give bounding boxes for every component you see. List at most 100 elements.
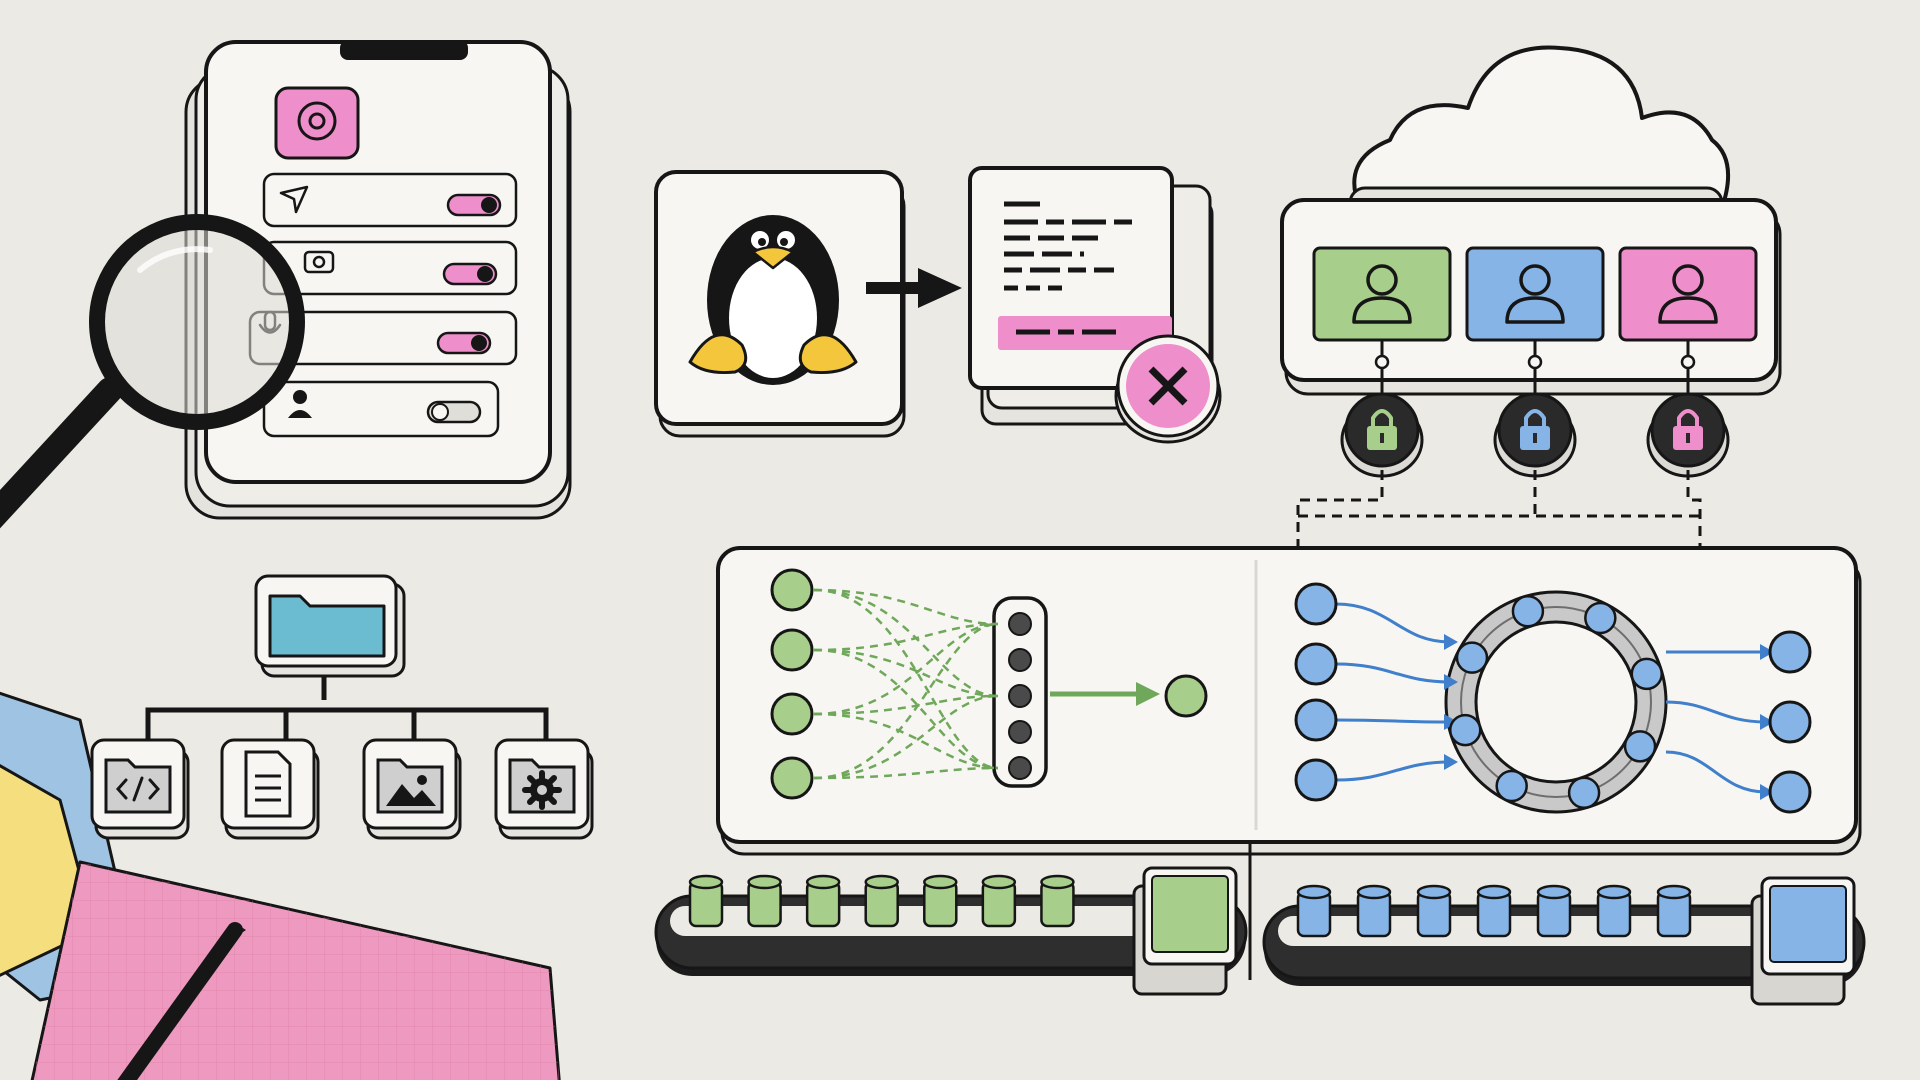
lock-icon [1646,392,1730,478]
image-folder-icon [362,738,462,840]
ring-input-edge [1335,718,1451,724]
queue-item [688,874,724,928]
queue-item [1656,884,1692,938]
input-node [770,756,814,800]
ring-node [1495,769,1528,803]
network-edge [813,588,999,770]
queue-output-block [1750,876,1856,1006]
queue-item [1536,884,1572,938]
linux-penguin-icon [688,215,858,385]
queue-item [1476,884,1512,938]
hidden-node [1008,684,1032,708]
input-node [770,628,814,672]
hidden-node [1008,756,1032,780]
ring-output-node [1768,700,1812,744]
hidden-node [1008,648,1032,672]
queue-belt [654,866,1248,996]
user-icon [1658,264,1718,324]
queue-item [805,874,841,928]
file-tree [145,574,549,740]
ring-input-edge [1335,760,1451,782]
ring-node [1630,657,1664,691]
input-node [770,568,814,612]
queue-item [981,874,1017,928]
ring-node [1448,713,1482,747]
queue-item [864,874,899,928]
cloud-icon [1348,45,1730,220]
queue-item [1356,884,1392,938]
user-icon [1352,264,1412,324]
phone-permissions [184,40,572,520]
queue-item [747,874,782,928]
network-edge [813,766,999,780]
ring-input-node [1294,642,1338,686]
input-node [770,692,814,736]
network-edge [813,648,999,770]
permission-row-contacts[interactable] [262,380,500,438]
person-icon [288,390,312,418]
code-folder-icon [90,738,190,840]
document-icon [968,166,1174,390]
linux-card [654,170,906,438]
reject-x-icon [1114,334,1222,444]
ring-output-node [1768,630,1812,674]
ring-processor [1294,582,1812,814]
network-edge [813,588,999,698]
location-pin-icon [274,86,360,160]
magnifying-glass-icon [0,214,305,529]
network-edge [813,694,999,716]
hidden-node [1008,720,1032,744]
grid-notepad [30,860,561,1080]
settings-folder-icon [494,738,594,840]
queue-item [923,874,958,928]
ring-node [1584,601,1617,635]
text-file-icon [220,738,320,840]
user-icon [1505,264,1565,324]
tenant-connectors [1296,470,1702,560]
queue-item [1296,884,1332,938]
tenant-user-card [1618,246,1758,478]
lock-icon [1340,392,1424,478]
network-edge [813,622,999,652]
network-edge [813,622,999,780]
output-node [1164,674,1208,718]
network-edge [813,712,999,770]
ring-input-node [1294,758,1338,802]
flow-arrow [866,268,962,308]
queue-item [1416,884,1452,938]
ring-node [1623,730,1657,763]
network-edge [813,694,999,780]
toggle-on[interactable] [446,193,502,217]
folder-icon [254,574,406,678]
ring-input-edge [1335,662,1451,684]
ring-output-edge [1665,750,1767,794]
ring-node [1567,776,1601,810]
tenant-users [1312,246,1758,478]
toggle-off[interactable] [426,400,482,424]
permission-row-camera[interactable] [262,240,518,296]
pen-icon [117,922,246,1080]
ring-input-edge [1335,602,1451,644]
queues [654,866,1866,1006]
ring-input-node [1294,698,1338,742]
navigation-arrow-icon [279,185,309,214]
lock-icon [1493,392,1577,478]
neural-network [770,568,1208,800]
document-stack [968,166,1222,444]
tenant-user-card [1312,246,1452,478]
camera-icon [303,250,335,274]
toggle-on[interactable] [442,262,498,286]
toggle-on[interactable] [436,331,492,355]
file-tree-children [90,738,594,840]
ring-input-node [1294,582,1338,626]
queue-output-block [1132,866,1238,996]
processing-panel [716,546,1862,856]
queue-item [1596,884,1632,938]
permission-row-location[interactable] [262,172,518,228]
network-edge [813,648,999,698]
network-edge [813,588,999,626]
hidden-node [1008,612,1032,636]
queue-belt [1262,876,1866,1006]
ring-output-edge [1665,700,1767,724]
